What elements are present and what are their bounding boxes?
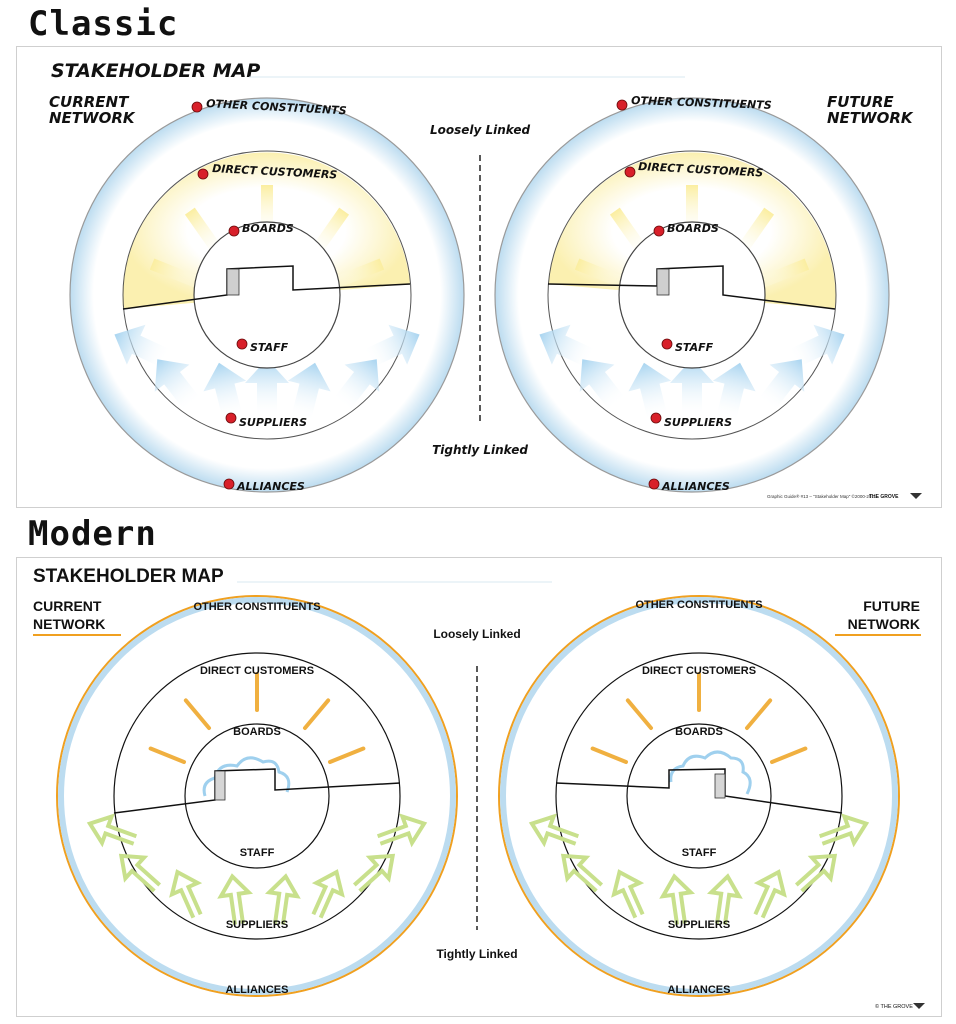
- classic-right-labels: OTHER CONSTITUENTS DIRECT CUSTOMERS BOAR…: [616, 94, 772, 493]
- grove-logo-icon: [913, 1003, 925, 1009]
- classic-current-network-map: [69, 97, 465, 493]
- classic-map-canvas: STAKEHOLDER MAP CURRENT NETWORK FUTURE N…: [49, 60, 922, 500]
- section-title-modern: Modern: [28, 514, 157, 554]
- red-dot-icon: [236, 338, 248, 350]
- modern-tightly-linked: Tightly Linked: [436, 947, 517, 961]
- inner-circle: [184, 723, 330, 869]
- modern-future-network-map: [498, 595, 900, 997]
- label-direct-customers: DIRECT CUSTOMERS: [642, 665, 756, 677]
- red-dot-icon: [225, 412, 237, 424]
- building-icon: [656, 268, 670, 296]
- classic-tightly-linked: Tightly Linked: [432, 443, 528, 457]
- modern-current-network-line1: CURRENT: [33, 598, 102, 614]
- classic-current-network-line2: NETWORK: [49, 109, 136, 127]
- red-dot-icon: [653, 225, 665, 237]
- modern-loosely-linked: Loosely Linked: [433, 627, 520, 641]
- modern-current-network-line2: NETWORK: [33, 616, 105, 632]
- red-dot-icon: [648, 478, 660, 490]
- classic-stakeholder-map-panel: STAKEHOLDER MAP CURRENT NETWORK FUTURE N…: [16, 46, 942, 508]
- modern-left-labels: OTHER CONSTITUENTS DIRECT CUSTOMERS BOAR…: [193, 601, 320, 996]
- label-staff: STAFF: [250, 341, 289, 354]
- classic-future-network-line2: NETWORK: [827, 109, 914, 127]
- cloud-icon: [669, 750, 752, 795]
- label-other-constituents: OTHER CONSTITUENTS: [631, 94, 772, 112]
- building-icon: [714, 773, 726, 799]
- inner-circle: [193, 221, 341, 369]
- inner-circle: [626, 723, 772, 869]
- label-other-constituents: OTHER CONSTITUENTS: [193, 601, 320, 613]
- label-boards: BOARDS: [233, 726, 281, 738]
- label-staff: STAFF: [675, 341, 714, 354]
- label-alliances: ALLIANCES: [226, 984, 289, 996]
- horizon-line: [555, 768, 843, 814]
- red-dot-icon: [616, 99, 628, 111]
- classic-future-network-map: [494, 97, 890, 493]
- label-staff: STAFF: [240, 847, 275, 859]
- building-icon: [214, 770, 226, 801]
- section-title-classic: Classic: [28, 4, 179, 44]
- label-suppliers: SUPPLIERS: [668, 919, 730, 931]
- label-suppliers: SUPPLIERS: [239, 416, 307, 429]
- horizon-line: [547, 265, 836, 310]
- middle-circle: [547, 150, 837, 440]
- classic-brand: THE GROVE: [869, 494, 899, 500]
- red-dot-icon: [228, 225, 240, 237]
- label-boards: BOARDS: [667, 222, 719, 235]
- modern-right-labels: OTHER CONSTITUENTS DIRECT CUSTOMERS BOAR…: [635, 599, 762, 996]
- label-alliances: ALLIANCES: [668, 984, 731, 996]
- label-boards: BOARDS: [675, 726, 723, 738]
- cloud-icon: [202, 756, 291, 797]
- red-dot-icon: [661, 338, 673, 350]
- middle-circle: [113, 652, 401, 940]
- label-direct-customers: DIRECT CUSTOMERS: [200, 665, 314, 677]
- red-dot-icon: [191, 101, 203, 113]
- classic-map-title: STAKEHOLDER MAP: [51, 60, 260, 82]
- red-dot-icon: [650, 412, 662, 424]
- classic-credit: Graphic Guide® #13 – "Stakeholder Map" ©…: [767, 493, 877, 499]
- horizon-line: [113, 768, 401, 814]
- classic-current-network-line1: CURRENT: [49, 93, 130, 111]
- label-suppliers: SUPPLIERS: [226, 919, 288, 931]
- label-alliances: ALLIANCES: [236, 480, 305, 493]
- building-icon: [226, 268, 240, 296]
- red-dot-icon: [223, 478, 235, 490]
- grove-logo-icon: [910, 493, 922, 499]
- classic-future-network-line1: FUTURE: [827, 93, 894, 111]
- modern-stakeholder-map-panel: STAKEHOLDER MAP CURRENT NETWORK FUTURE N…: [16, 557, 942, 1017]
- label-staff: STAFF: [682, 847, 717, 859]
- modern-map-title: STAKEHOLDER MAP: [33, 566, 224, 587]
- red-dot-icon: [197, 168, 209, 180]
- modern-map-canvas: STAKEHOLDER MAP CURRENT NETWORK FUTURE N…: [33, 566, 925, 1010]
- label-other-constituents: OTHER CONSTITUENTS: [635, 599, 762, 611]
- modern-current-network-map: [56, 595, 458, 997]
- label-alliances: ALLIANCES: [661, 480, 730, 493]
- label-boards: BOARDS: [242, 222, 294, 235]
- inner-circle: [618, 221, 766, 369]
- outer-blue-ring: [58, 597, 456, 995]
- middle-circle: [122, 150, 412, 440]
- modern-future-network-line2: NETWORK: [848, 616, 920, 632]
- label-suppliers: SUPPLIERS: [664, 416, 732, 429]
- modern-brand: © THE GROVE: [875, 1003, 913, 1010]
- horizon-line: [122, 265, 411, 310]
- red-dot-icon: [624, 166, 636, 178]
- classic-loosely-linked: Loosely Linked: [430, 123, 531, 137]
- outer-blue-ring: [500, 597, 898, 995]
- modern-future-network-line1: FUTURE: [863, 598, 920, 614]
- middle-circle: [555, 652, 843, 940]
